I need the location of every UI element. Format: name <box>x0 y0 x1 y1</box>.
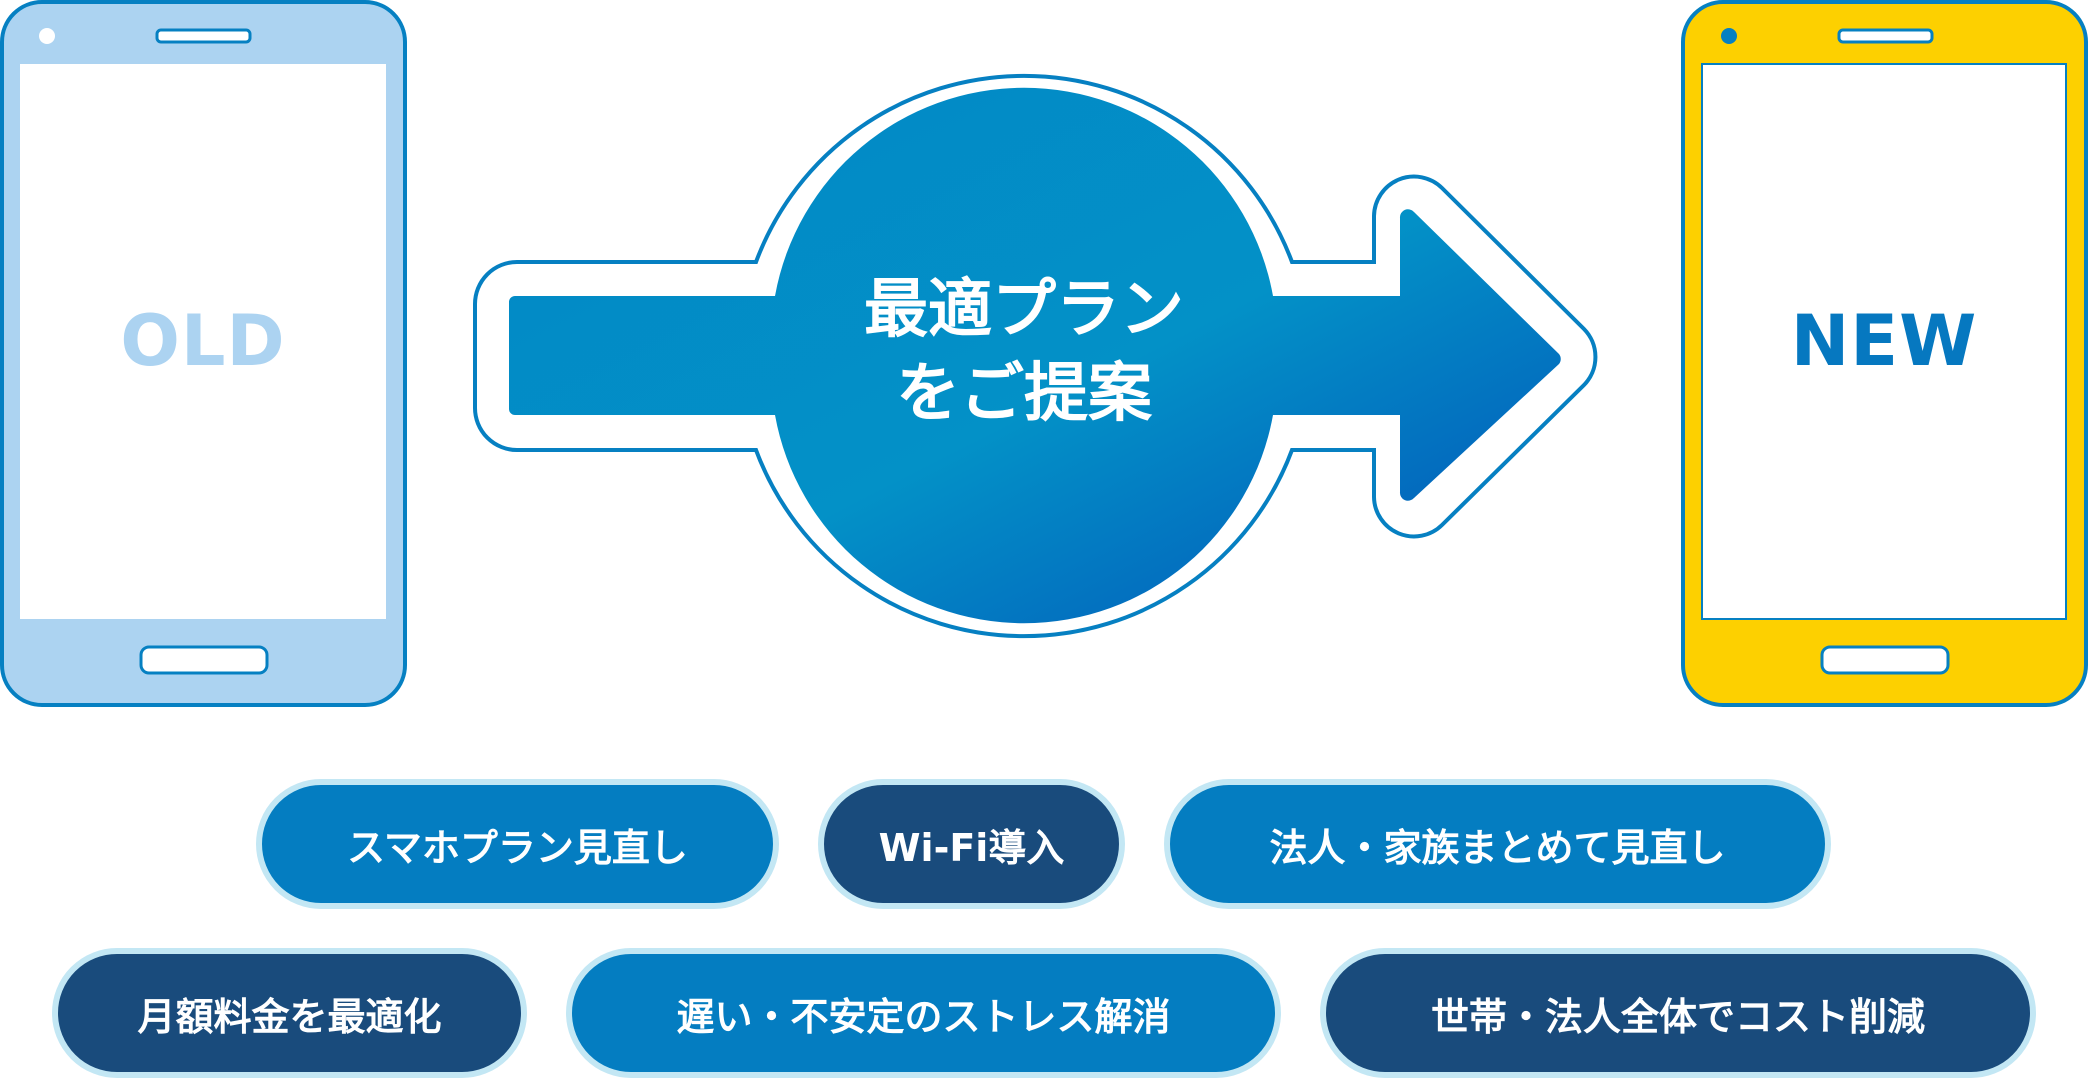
tag-resolve-slow-unstable: 遅い・不安定のストレス解消 <box>566 948 1281 1078</box>
tag-wifi-introduction: Wi-Fi導入 <box>818 779 1125 909</box>
old-label: OLD <box>120 300 286 382</box>
tag-optimize-monthly-fee: 月額料金を最適化 <box>52 948 527 1078</box>
speaker-icon <box>155 28 252 44</box>
speaker-icon <box>1837 28 1934 44</box>
new-label: NEW <box>1790 300 1978 382</box>
arrow-title: 最適プラン をご提案 <box>774 268 1274 436</box>
tag-smartphone-plan-review: スマホプラン見直し <box>256 779 779 909</box>
old-phone <box>0 0 407 707</box>
proposal-arrow <box>473 73 1598 639</box>
arrow-title-line2: をご提案 <box>896 357 1152 431</box>
camera-icon <box>39 28 55 44</box>
home-button <box>139 645 269 675</box>
home-button <box>1820 645 1950 675</box>
arrow-title-line1: 最適プラン <box>864 273 1184 347</box>
new-phone <box>1681 0 2088 707</box>
tag-cost-reduction: 世帯・法人全体でコスト削減 <box>1320 948 2036 1078</box>
camera-icon <box>1721 28 1737 44</box>
tag-corporate-family-review: 法人・家族まとめて見直し <box>1164 779 1831 909</box>
